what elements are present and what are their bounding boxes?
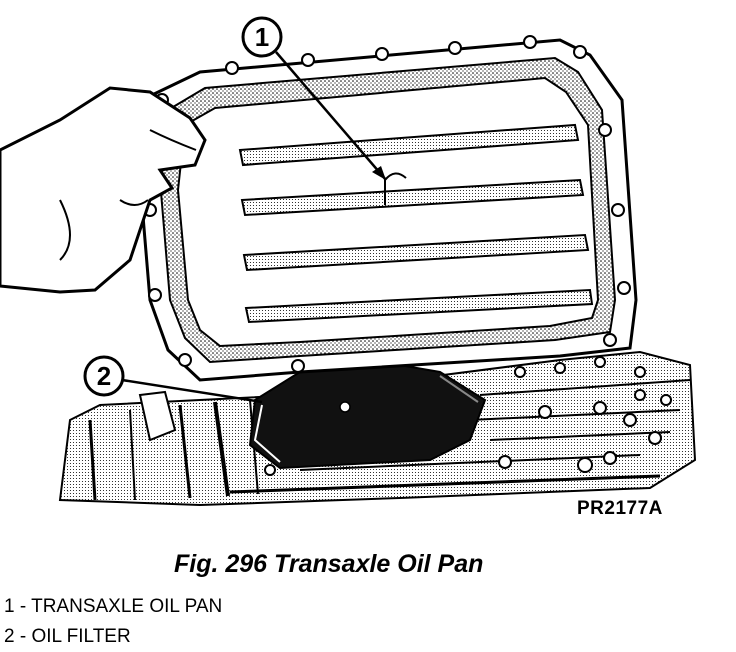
legend-item: 1 - TRANSAXLE OIL PAN: [4, 596, 223, 617]
oil-filter: [248, 358, 487, 470]
figure-caption: Fig. 296 Transaxle Oil Pan: [174, 550, 484, 578]
oil-pan: [138, 35, 638, 382]
figure-id: PR2177A: [577, 498, 663, 519]
hand: [0, 86, 207, 294]
callout-2-number: 2: [97, 361, 111, 391]
legend: 1 - TRANSAXLE OIL PAN 2 - OIL FILTER: [4, 592, 222, 652]
callout-1: 1: [241, 16, 387, 181]
callout-2: 2: [83, 355, 263, 404]
transaxle-oil-pan-illustration: 1 2: [0, 16, 697, 507]
callout-1-number: 1: [255, 22, 269, 52]
legend-item: 2 - OIL FILTER: [4, 626, 131, 647]
